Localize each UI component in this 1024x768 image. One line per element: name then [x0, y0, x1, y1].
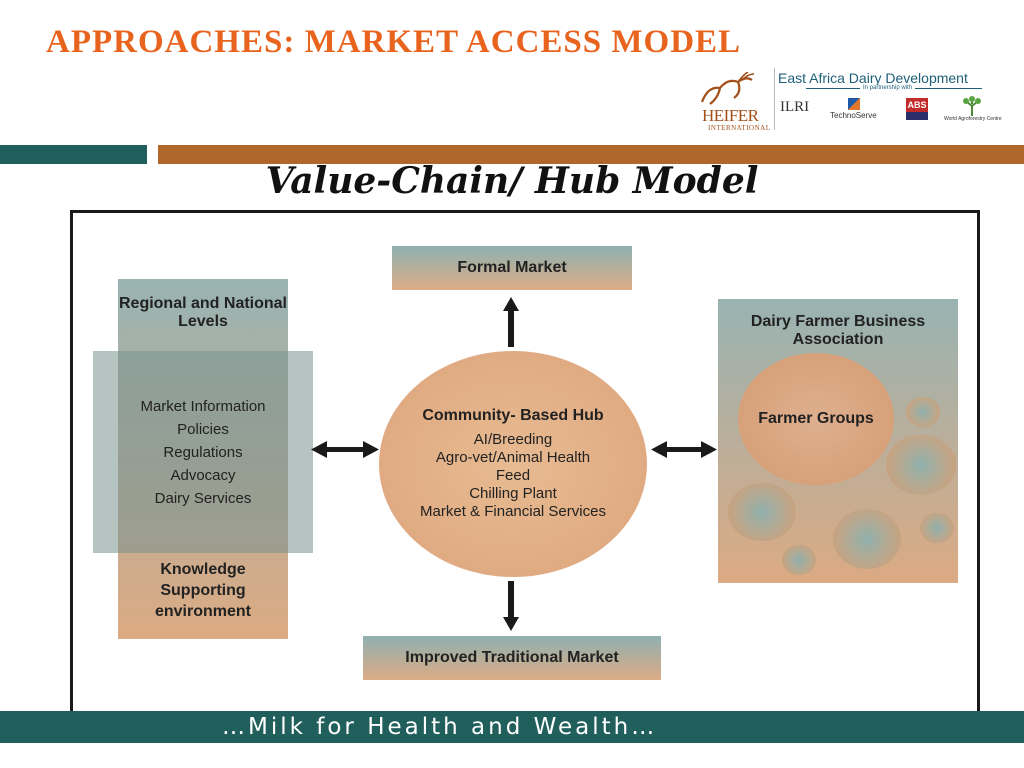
logo-divider — [774, 68, 775, 130]
diagram-title: Value-Chain/ Hub Model — [265, 160, 759, 202]
icraf-logo: World Agroforestry Centre — [944, 116, 1002, 122]
farmer-group-bubble — [906, 397, 940, 427]
flow-arrows — [311, 297, 717, 631]
arrow-up-icon — [503, 297, 519, 347]
diagram-frame: Regional and National Levels Knowledge S… — [70, 210, 980, 714]
hub-service: Agro-vet/Animal Health — [435, 449, 591, 466]
eadd-name: East Africa Dairy Development — [778, 70, 968, 86]
hub-service: Feed — [495, 467, 531, 484]
support-item: Advocacy — [170, 466, 236, 484]
partnership-text: In partnership with — [860, 85, 916, 91]
partner-logos: HEIFER INTERNATIONAL East Africa Dairy D… — [686, 68, 1006, 138]
ilri-logo: ILRI — [780, 99, 810, 115]
farmer-association-box: Dairy Farmer Business Association Farmer… — [718, 299, 958, 583]
cow-icon — [700, 72, 755, 105]
hub-service: Chilling Plant — [469, 485, 557, 502]
abs-logo: ABS — [906, 98, 928, 120]
support-item: Dairy Services — [154, 489, 252, 507]
community-hub: Community- Based Hub AI/Breeding Agro-ve… — [379, 351, 647, 577]
technoserve-logo: TechnoServe — [830, 111, 877, 120]
farmer-group-bubble — [728, 483, 796, 541]
hub-service: AI/Breeding — [473, 431, 553, 448]
footer-tagline: …Milk for Health and Wealth… — [222, 714, 658, 740]
association-heading: Dairy Farmer Business Association — [750, 313, 926, 348]
support-item: Regulations — [163, 443, 243, 461]
double-arrow-right-icon — [651, 441, 717, 458]
slide-title: Approaches: Market access model — [46, 24, 742, 60]
heifer-name: HEIFER — [702, 106, 759, 125]
header-band-teal — [0, 145, 147, 164]
tree-icon — [963, 96, 981, 116]
farmer-group-bubble — [920, 513, 954, 543]
farmer-group-bubble — [782, 545, 816, 575]
hub-service: Market & Financial Services — [420, 503, 606, 520]
regional-heading: Regional and National Levels — [118, 295, 287, 330]
technoserve-mark-icon — [848, 98, 860, 110]
support-item: Policies — [177, 420, 229, 438]
farmer-groups-circle: Farmer Groups — [738, 353, 894, 485]
heifer-logo: HEIFER INTERNATIONAL — [686, 72, 772, 134]
farmer-group-bubble — [833, 509, 901, 569]
hub-title: Community- Based Hub — [422, 407, 604, 424]
formal-market-box: Formal Market — [392, 246, 632, 290]
header-band-brown — [158, 145, 1024, 164]
support-services-box: Market Information Policies Regulations … — [93, 351, 313, 553]
footer-band: …Milk for Health and Wealth… — [0, 711, 1024, 743]
support-item: Market Information — [140, 397, 266, 415]
improved-market-box: Improved Traditional Market — [363, 636, 661, 680]
farmer-group-bubble — [886, 435, 956, 495]
knowledge-footer: Knowledge Supporting environment — [154, 561, 251, 620]
arrow-down-icon — [503, 581, 519, 631]
heifer-subtitle: INTERNATIONAL — [708, 124, 771, 132]
double-arrow-left-icon — [311, 441, 379, 458]
